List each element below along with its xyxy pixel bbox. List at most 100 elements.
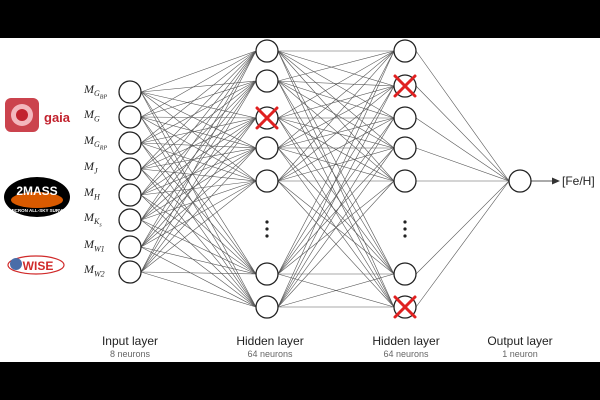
input-feature-label: MJ [84, 159, 98, 176]
input-feature-label: MW2 [84, 262, 105, 279]
layer-title-input: Input layer [101, 334, 159, 348]
connection-input-hidden1 [140, 117, 257, 248]
connection-input-hidden1 [140, 147, 257, 273]
output-arrow-head [552, 177, 560, 185]
connection-input-hidden1 [140, 50, 257, 248]
connection-input-hidden1 [140, 80, 257, 273]
connection-input-hidden1 [140, 50, 257, 144]
connection-input-hidden1 [140, 117, 257, 221]
hidden2-dropout-cross [393, 74, 417, 98]
hidden1-neuron [255, 69, 279, 93]
connection-hidden2-output [415, 50, 510, 182]
input-neuron [118, 105, 142, 129]
connection-input-hidden1 [140, 168, 257, 308]
connection-input-hidden1 [140, 117, 257, 196]
connection-hidden1-hidden2 [277, 50, 395, 308]
wise-logo: WISE [4, 250, 68, 285]
hidden1-neuron [255, 295, 279, 319]
connection-hidden1-hidden2 [277, 80, 395, 308]
connection-input-hidden1 [140, 50, 257, 170]
connection-hidden2-output [415, 117, 510, 182]
connection-input-hidden1 [140, 80, 257, 144]
gaia-logo-text: gaia [44, 110, 71, 125]
connection-hidden2-output [415, 180, 510, 308]
output-neuron [508, 169, 532, 193]
connection-hidden1-hidden2 [277, 85, 395, 149]
connection-input-hidden1 [140, 50, 257, 196]
input-neuron [118, 157, 142, 181]
connection-hidden1-hidden2 [277, 80, 395, 275]
connection-hidden1-hidden2 [277, 147, 395, 275]
hidden2-neuron [393, 39, 417, 63]
connection-input-hidden1 [140, 50, 257, 118]
hidden2-neuron [393, 262, 417, 286]
connection-input-hidden1 [140, 80, 257, 93]
gaia-logo: gaia [2, 96, 72, 141]
connection-hidden2-output [415, 180, 510, 275]
connection-input-hidden1 [140, 80, 257, 248]
connection-input-hidden1 [140, 116, 257, 119]
connection-hidden1-hidden2 [277, 80, 395, 87]
connection-hidden1-hidden2 [277, 117, 395, 182]
connection-input-hidden1 [140, 194, 257, 275]
layer-subtitle-hidden-1: 64 neurons [247, 349, 293, 359]
connection-input-hidden1 [140, 80, 257, 196]
connection-hidden1-hidden2 [277, 85, 395, 275]
connection-hidden1-hidden2 [277, 85, 395, 119]
connection-hidden1-hidden2 [277, 50, 395, 82]
hidden2-neuron [393, 106, 417, 130]
connection-hidden1-hidden2 [277, 50, 395, 87]
connection-input-hidden1 [140, 117, 257, 170]
connection-input-hidden1 [140, 219, 257, 275]
connection-hidden1-hidden2 [277, 180, 395, 308]
connection-input-hidden1 [140, 117, 257, 144]
connection-hidden1-hidden2 [277, 80, 395, 149]
connection-input-hidden1 [140, 80, 257, 170]
connection-input-hidden1 [140, 50, 257, 221]
connection-input-hidden1 [140, 116, 257, 149]
2mass-logo: 2MASS 2 MICRON ALL-SKY SURVEY [3, 176, 71, 223]
diagram-canvas: gaia 2MASS 2 MICRON ALL-SKY SURVEY WISE … [0, 38, 600, 362]
hidden1-neuron [255, 136, 279, 160]
connection-input-hidden1 [140, 271, 257, 275]
input-neuron [118, 260, 142, 284]
layer-title-hidden-1: Hidden layer [236, 334, 304, 348]
connection-input-hidden1 [140, 180, 257, 196]
connections [140, 50, 556, 308]
connection-input-hidden1 [140, 117, 257, 273]
input-feature-label: MW1 [84, 237, 105, 254]
input-feature-label: MGBP [84, 82, 108, 101]
connection-hidden1-hidden2 [277, 117, 395, 308]
connection-input-hidden1 [140, 50, 257, 93]
connection-input-hidden1 [140, 142, 257, 149]
neural-network-diagram [118, 39, 560, 319]
layer-title-output: Output layer [487, 334, 553, 348]
hidden1-dropout-cross [255, 106, 279, 130]
connection-hidden1-hidden2 [277, 50, 395, 275]
connection-hidden1-hidden2 [277, 50, 395, 182]
connection-hidden1-hidden2 [277, 50, 395, 119]
connection-input-hidden1 [140, 271, 257, 308]
connection-hidden1-hidden2 [277, 50, 395, 149]
connection-hidden2-output [415, 85, 510, 182]
wise-logo-text: WISE [23, 259, 54, 273]
connection-input-hidden1 [140, 116, 257, 308]
connection-input-hidden1 [140, 142, 257, 308]
connection-input-hidden1 [140, 180, 257, 273]
layer-title-hidden-2: Hidden layer [372, 334, 440, 348]
input-feature-label: MH [84, 185, 100, 202]
hidden1-neuron [255, 169, 279, 193]
input-feature-label: MKs [84, 210, 102, 229]
hidden1-neuron [255, 39, 279, 63]
input-neuron [118, 80, 142, 104]
connection-hidden1-hidden2 [277, 147, 395, 308]
connection-input-hidden1 [140, 91, 257, 182]
connection-input-hidden1 [140, 147, 257, 196]
hidden2-ellipsis [403, 220, 407, 238]
hidden1-neuron [255, 262, 279, 286]
input-neuron [118, 183, 142, 207]
connection-input-hidden1 [140, 180, 257, 248]
hidden2-neuron [393, 136, 417, 160]
hidden2-neuron [393, 169, 417, 193]
input-feature-label: MG [84, 107, 100, 124]
